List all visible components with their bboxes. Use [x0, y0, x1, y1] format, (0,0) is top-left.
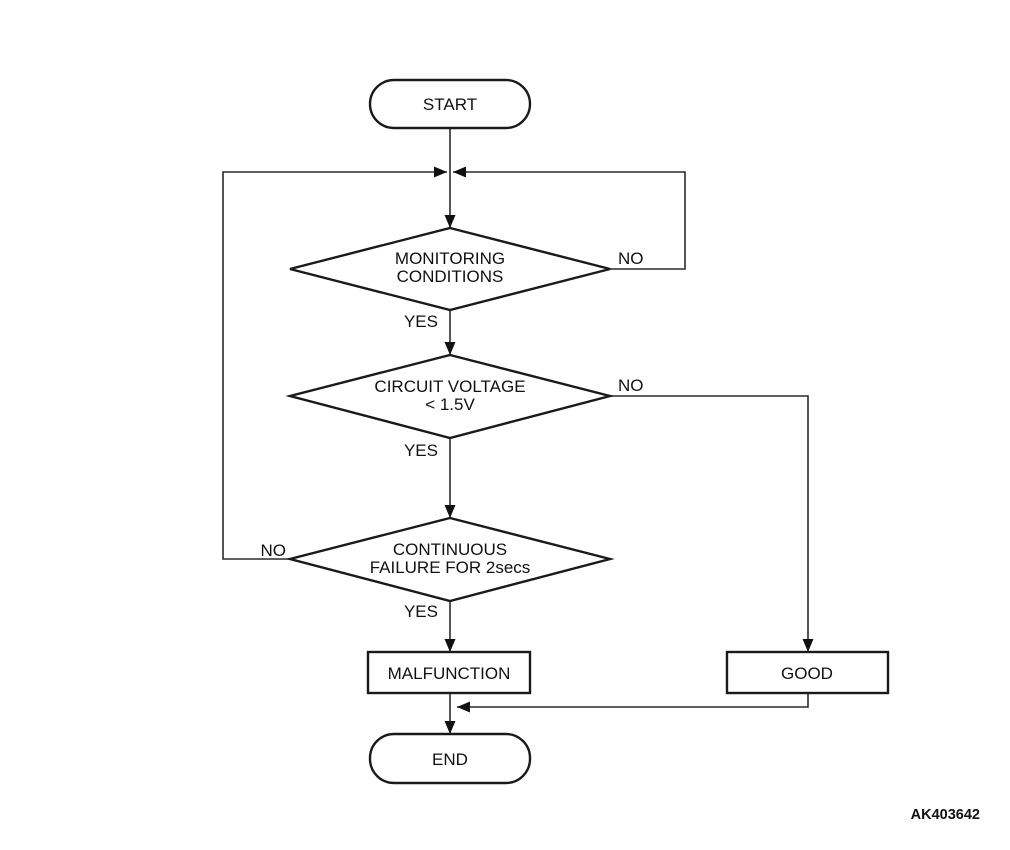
- edge-label-voltage-yes: YES: [404, 441, 438, 460]
- node-start: START: [368, 78, 532, 130]
- edge-label-monitoring-no: NO: [618, 249, 644, 268]
- monitoring-label-line2: CONDITIONS: [397, 267, 504, 286]
- malfunction-label: MALFUNCTION: [388, 664, 511, 683]
- voltage-decision-shape: [285, 353, 615, 440]
- node-circuit-voltage: CIRCUIT VOLTAGE < 1.5V: [285, 353, 615, 440]
- edge-monitoring-no-loop: [453, 166, 686, 270]
- figure-code: AK403642: [911, 807, 980, 823]
- node-good: GOOD: [725, 650, 890, 695]
- continuous-decision-shape: [285, 516, 615, 603]
- continuous-label-line1: CONTINUOUS: [393, 540, 507, 559]
- edge-label-continuous-yes: YES: [404, 602, 438, 621]
- end-terminator-shape: [368, 732, 532, 785]
- good-label: GOOD: [781, 664, 833, 683]
- voltage-label-line2: < 1.5V: [425, 395, 475, 414]
- monitoring-decision-shape: [289, 226, 611, 312]
- edge-voltage-no-to-good: [610, 395, 814, 652]
- end-label: END: [432, 750, 468, 769]
- edge-good-merge: [457, 694, 809, 713]
- edge-label-continuous-no: NO: [261, 541, 287, 560]
- start-label: START: [423, 95, 477, 114]
- edge-continuous-no-loop: [222, 166, 447, 560]
- node-end: END: [368, 732, 532, 785]
- voltage-label-line1: CIRCUIT VOLTAGE: [374, 377, 525, 396]
- good-process-shape: [725, 650, 890, 695]
- edge-label-voltage-no: NO: [618, 376, 644, 395]
- node-malfunction: MALFUNCTION: [366, 650, 532, 695]
- start-terminator-shape: [368, 78, 532, 130]
- malfunction-process-shape: [366, 650, 532, 695]
- continuous-label-line2: FAILURE FOR 2secs: [370, 558, 531, 577]
- node-monitoring-conditions: MONITORING CONDITIONS: [289, 226, 611, 312]
- edge-label-monitoring-yes: YES: [404, 312, 438, 331]
- monitoring-label-line1: MONITORING: [395, 249, 505, 268]
- node-continuous-failure: CONTINUOUS FAILURE FOR 2secs: [285, 516, 615, 603]
